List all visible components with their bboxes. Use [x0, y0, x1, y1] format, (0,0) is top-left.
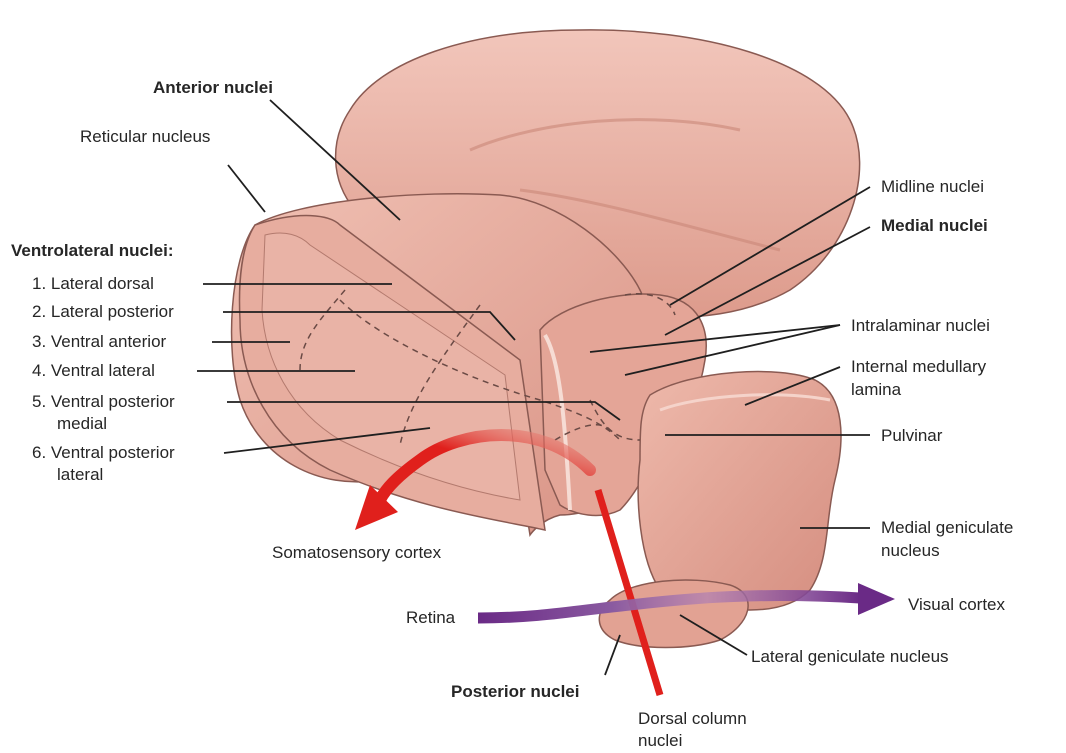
label-internal-medullary-2: lamina	[851, 379, 901, 401]
label-pulvinar: Pulvinar	[881, 425, 942, 447]
label-internal-medullary-1: Internal medullary	[851, 356, 986, 378]
label-posterior-nuclei: Posterior nuclei	[451, 681, 579, 703]
label-visual-cortex: Visual cortex	[908, 594, 1005, 616]
label-ventral-posterior-medial-2: medial	[57, 413, 107, 435]
label-midline-nuclei: Midline nuclei	[881, 176, 984, 198]
label-dorsal-column-2: nuclei	[638, 730, 682, 752]
label-lateral-posterior: 2. Lateral posterior	[32, 301, 174, 323]
label-intralaminar-nuclei: Intralaminar nuclei	[851, 315, 990, 337]
label-lateral-dorsal: 1. Lateral dorsal	[32, 273, 154, 295]
label-ventral-posterior-lateral-1: 6. Ventral posterior	[32, 442, 175, 464]
label-reticular-nucleus: Reticular nucleus	[80, 126, 210, 148]
label-medial-geniculate-2: nucleus	[881, 540, 940, 562]
label-ventral-posterior-lateral-2: lateral	[57, 464, 103, 486]
label-somatosensory-cortex: Somatosensory cortex	[272, 542, 441, 564]
lateral-geniculate-body	[599, 580, 748, 648]
label-medial-geniculate-1: Medial geniculate	[881, 517, 1013, 539]
label-dorsal-column-1: Dorsal column	[638, 708, 747, 730]
label-ventral-lateral: 4. Ventral lateral	[32, 360, 155, 382]
label-ventral-anterior: 3. Ventral anterior	[32, 331, 166, 353]
label-ventral-posterior-medial-1: 5. Ventral posterior	[32, 391, 175, 413]
visual-pathway-arrowhead	[858, 583, 895, 615]
label-lateral-geniculate-nucleus: Lateral geniculate nucleus	[751, 646, 949, 668]
label-retina: Retina	[406, 607, 455, 629]
label-ventrolateral-heading: Ventrolateral nuclei:	[11, 240, 174, 262]
label-medial-nuclei: Medial nuclei	[881, 215, 988, 237]
label-anterior-nuclei: Anterior nuclei	[153, 77, 273, 99]
